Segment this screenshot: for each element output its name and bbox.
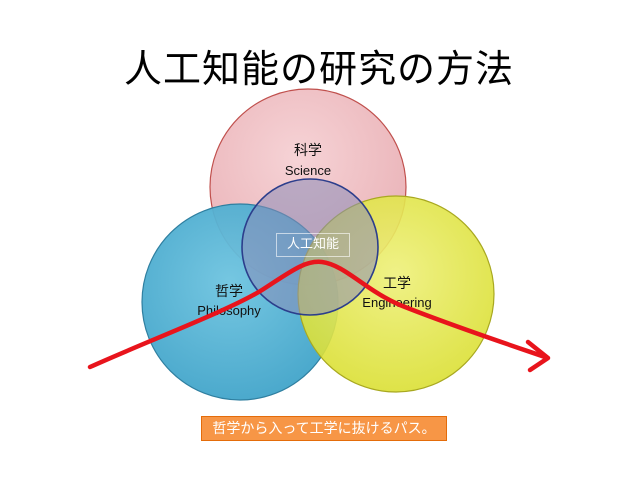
caption-box: 哲学から入って工学に抜けるパス。 xyxy=(201,416,447,441)
path-arrow xyxy=(87,259,548,370)
arrow-head-icon xyxy=(525,339,551,373)
ai-center-label: 人工知能 xyxy=(276,233,350,257)
science-label-jp: 科学 xyxy=(294,143,322,159)
engineering-label-jp: 工学 xyxy=(383,276,411,292)
philosophy-label-jp: 哲学 xyxy=(215,284,243,300)
science-label-en: Science xyxy=(285,163,331,178)
slide-title: 人工知能の研究の方法 xyxy=(123,47,514,91)
